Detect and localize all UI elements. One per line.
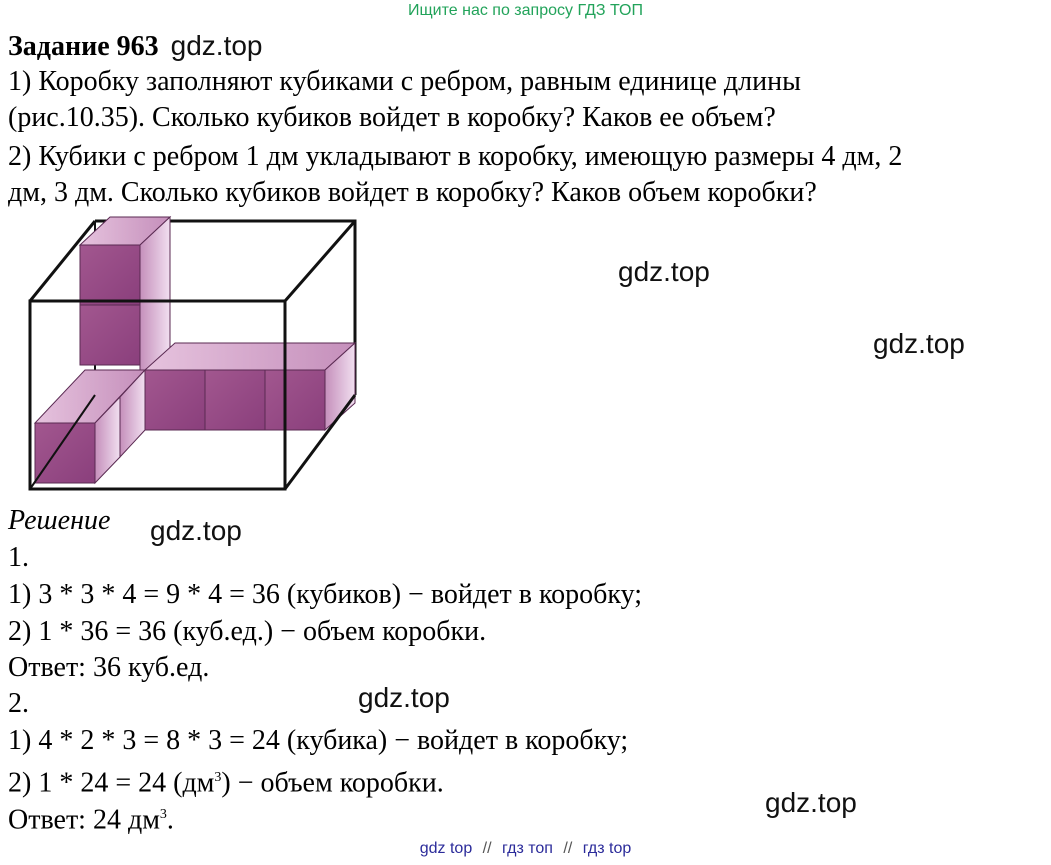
- solution-heading: Решение: [8, 505, 111, 536]
- footer-link[interactable]: gdz top: [419, 840, 473, 857]
- cube-row-right: [143, 341, 357, 432]
- part2-line-2-post: ) − объем коробки.: [221, 767, 444, 799]
- watermark: gdz.top: [358, 682, 450, 713]
- footer-link[interactable]: гдз top: [582, 840, 632, 857]
- footer-link[interactable]: гдз топ: [502, 840, 553, 857]
- task-line-3: 2) Кубики с ребром 1 дм укладывают в кор…: [8, 141, 903, 172]
- part2-answer-post: .: [166, 804, 174, 836]
- task-line-1: 1) Коробку заполняют кубиками с ребром, …: [8, 66, 801, 97]
- part2-line-2: 2) 1 * 24 = 24 (дм3) − объем коробки.: [8, 760, 444, 801]
- part2-answer-pre: Ответ: 24 дм: [8, 804, 160, 836]
- task-line-4: дм, 3 дм. Сколько кубиков войдет в короб…: [8, 177, 817, 208]
- footer-links: gdz top // гдз топ // гдз top: [0, 840, 1051, 858]
- part2-line-2-pre: 2) 1 * 24 = 24 (дм: [8, 767, 215, 799]
- watermark: gdz.top: [150, 515, 242, 546]
- watermark: gdz.top: [873, 328, 965, 359]
- top-banner[interactable]: Ищите нас по запросу ГДЗ ТОП: [408, 2, 643, 19]
- part2-answer: Ответ: 24 дм3.: [8, 797, 174, 838]
- cube-exponent: 3: [159, 807, 167, 822]
- task-line-2: (рис.10.35). Сколько кубиков войдет в ко…: [8, 102, 776, 133]
- task-title: Задание 963: [8, 31, 159, 62]
- part1-answer: Ответ: 36 куб.ед.: [8, 652, 210, 683]
- footer-separator: //: [482, 840, 492, 857]
- watermark: gdz.top: [170, 30, 263, 61]
- watermark: gdz.top: [618, 256, 710, 287]
- cube-box-figure: [28, 215, 357, 491]
- part2-line-1: 1) 4 * 2 * 3 = 8 * 3 = 24 (кубика) − вой…: [8, 725, 629, 756]
- part1-line-2: 2) 1 * 36 = 36 (куб.ед.) − объем коробки…: [8, 616, 487, 647]
- footer-separator: //: [563, 840, 573, 857]
- cube-row-front: [33, 368, 147, 485]
- cube-exponent: 3: [214, 770, 222, 785]
- part2-label: 2.: [8, 688, 29, 719]
- box-front: [28, 220, 357, 491]
- watermark: gdz.top: [765, 787, 857, 818]
- task-header: Задание 963 gdz.top: [8, 30, 263, 63]
- cube-column: [78, 215, 172, 397]
- part1-line-1: 1) 3 * 3 * 4 = 9 * 4 = 36 (кубиков) − во…: [8, 579, 643, 610]
- part1-label: 1.: [8, 542, 29, 573]
